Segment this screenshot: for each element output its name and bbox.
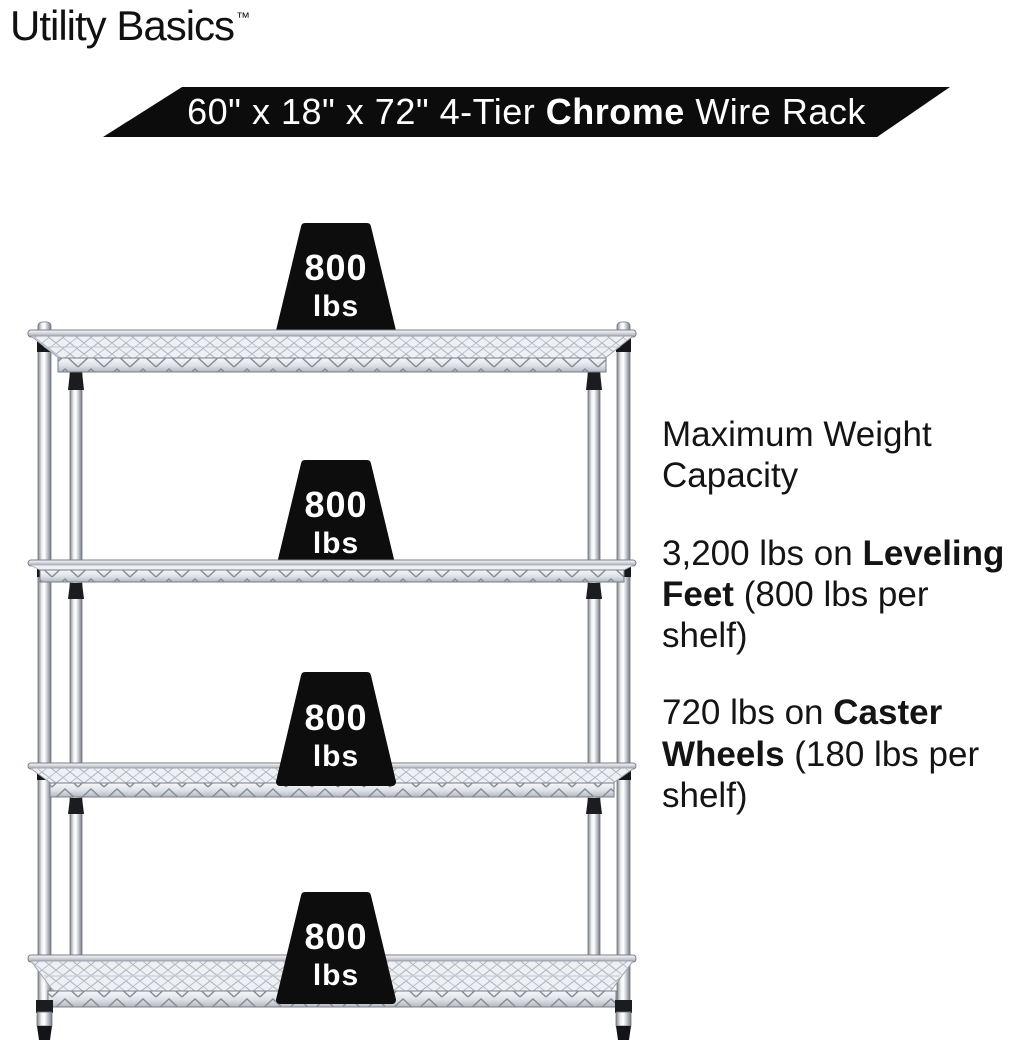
weight-badge-1: 800 lbs	[276, 223, 396, 335]
collar-clamp	[68, 583, 84, 599]
leveling-feet	[36, 1000, 632, 1040]
collar-clamp	[586, 372, 602, 390]
brand-name: Utility Basics	[10, 2, 235, 49]
badge-value: 800	[304, 247, 367, 288]
badge-value: 800	[304, 916, 367, 957]
banner-text-highlight: Chrome	[545, 91, 685, 132]
weight-badge-4: 800 lbs	[276, 892, 396, 1004]
foot-tip	[616, 1026, 631, 1040]
badge-unit: lbs	[313, 959, 359, 992]
post-outer-right	[616, 321, 631, 1005]
info-leveling-feet: 3,200 lbs on Leveling Feet (800 lbs per …	[662, 533, 1008, 657]
badge-value: 800	[304, 484, 367, 525]
wire-rack-illustration: 800 lbs 800 lbs	[27, 223, 637, 1040]
collar-clamp	[68, 372, 84, 390]
foot-ring	[615, 1000, 632, 1013]
post-inner-left	[69, 359, 83, 997]
weight-badge-2: 800 lbs	[276, 460, 396, 572]
caster-post: (180 lbs per shelf)	[662, 734, 980, 816]
badge-unit: lbs	[313, 527, 359, 560]
collar-clamp	[586, 583, 602, 599]
foot-sleeve	[615, 1011, 632, 1027]
leveling-post: (800 lbs per shelf)	[662, 574, 929, 656]
leveling-bold: Leveling Feet	[662, 533, 1005, 614]
shelf-1	[27, 329, 637, 373]
caster-bold: Caster Wheels	[662, 693, 943, 774]
shelf-3	[27, 762, 637, 798]
caster-pre: 720 lbs on	[662, 693, 834, 733]
badge-value: 800	[304, 697, 367, 738]
banner-text-suffix: Wire Rack	[684, 91, 866, 132]
shelf-2	[27, 559, 637, 583]
foot-sleeve	[36, 1011, 53, 1027]
post-outer-left	[37, 321, 52, 1005]
collar-clamp	[586, 798, 602, 814]
badge-unit: lbs	[313, 740, 359, 773]
foot-tip	[37, 1026, 52, 1040]
title-banner: 60" x 18" x 72" 4-Tier Chrome Wire Rack	[103, 87, 950, 137]
trademark-symbol: ™	[236, 9, 251, 25]
capacity-info: Maximum Weight Capacity 3,200 lbs on Lev…	[662, 414, 1008, 852]
info-heading: Maximum Weight Capacity	[662, 415, 932, 496]
leveling-pre: 3,200 lbs on	[662, 533, 863, 573]
banner-text-prefix: 60" x 18" x 72" 4-Tier	[187, 91, 546, 132]
collar-clamp	[68, 798, 84, 814]
foot-ring	[36, 1000, 53, 1013]
post-inner-right	[587, 359, 601, 997]
weight-badge-3: 800 lbs	[276, 672, 396, 786]
info-caster-wheels: 720 lbs on Caster Wheels (180 lbs per sh…	[662, 692, 1008, 816]
badge-unit: lbs	[313, 290, 359, 323]
